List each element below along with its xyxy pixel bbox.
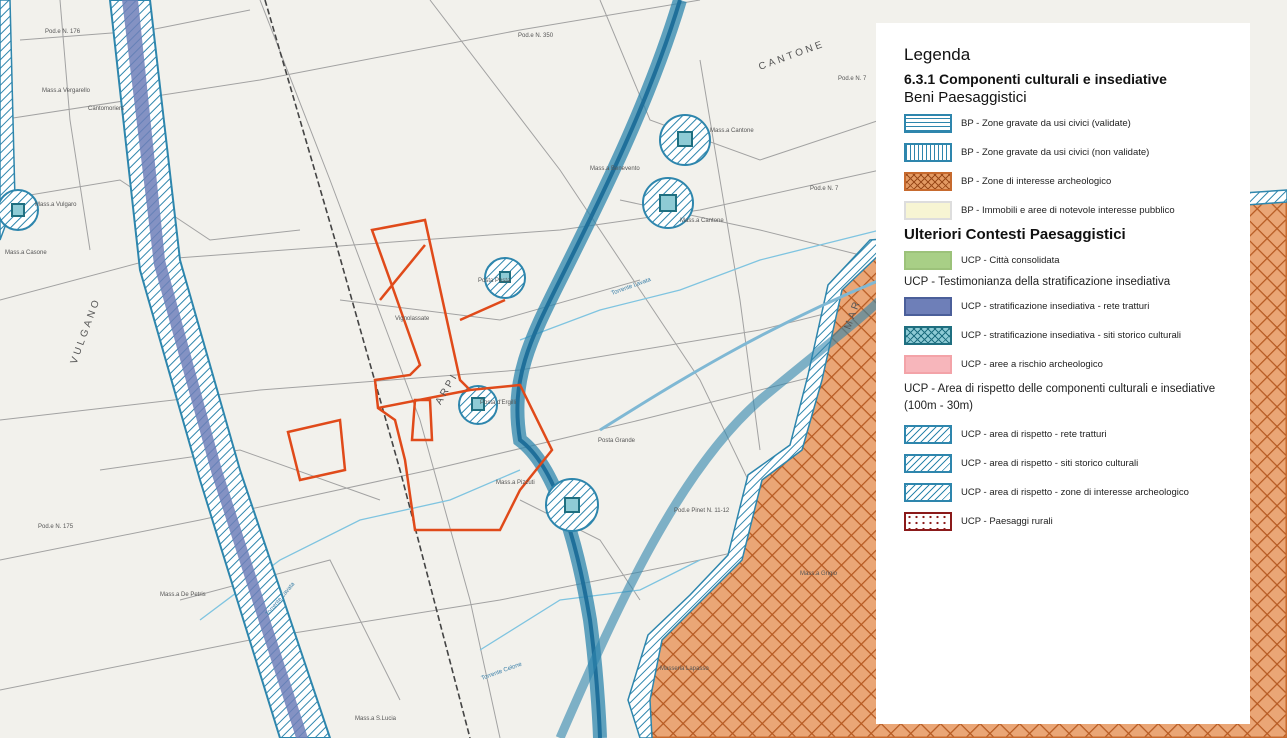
legend-item-bp-archeologico: BP - Zone di interesse archeologico xyxy=(904,168,1250,194)
swatch-green xyxy=(904,250,952,270)
svg-text:Mass.a Vulgaro: Mass.a Vulgaro xyxy=(35,202,77,208)
svg-text:Masseria Lapasso: Masseria Lapasso xyxy=(660,666,709,672)
tratturo-right xyxy=(555,296,884,738)
tratturo-center-core xyxy=(515,0,682,738)
site-cores xyxy=(11,131,693,513)
svg-text:Pod.e N. 7: Pod.e N. 7 xyxy=(838,76,867,82)
swatch-vertical-hatch xyxy=(904,142,952,162)
svg-text:Cantomoriers: Cantomoriers xyxy=(88,106,124,112)
legend-item-bp-usi-civici-non-validate: BP - Zone gravate da usi civici (non val… xyxy=(904,139,1250,165)
svg-text:Vignolassate: Vignolassate xyxy=(395,316,430,322)
tratturo-left-core xyxy=(122,0,308,738)
legend-group-bp: Beni Paesaggistici xyxy=(904,89,1027,106)
svg-text:Pod.e Pinet N. 11-12: Pod.e Pinet N. 11-12 xyxy=(674,508,730,514)
legend-panel: Legenda 6.3.1 Componenti culturali e ins… xyxy=(876,23,1250,724)
railway-line xyxy=(264,0,471,738)
swatch-crosshatch-orange xyxy=(904,171,952,191)
swatch-crosshatch-teal xyxy=(904,325,952,345)
legend-item-ucp-tratturi: UCP - stratificazione insediativa - rete… xyxy=(904,293,1250,319)
svg-text:Mass.a Vergarello: Mass.a Vergarello xyxy=(42,88,91,94)
legend-item-bp-usi-civici-validate: BP - Zone gravate da usi civici (validat… xyxy=(904,110,1250,136)
tratturo-right-thin xyxy=(599,278,881,432)
svg-text:Mass.a Grigio: Mass.a Grigio xyxy=(800,571,838,577)
legend-subtitle-stratificazione: UCP - Testimonianza della stratificazion… xyxy=(904,276,1171,288)
legend-item-bp-immobili: BP - Immobili e aree di notevole interes… xyxy=(904,197,1250,223)
svg-text:Mass.a Benevento: Mass.a Benevento xyxy=(590,166,640,172)
legend-item-ucp-siti: UCP - stratificazione insediativa - siti… xyxy=(904,322,1250,348)
svg-text:Posta d'Ergilli: Posta d'Ergilli xyxy=(480,400,516,406)
svg-text:Posta Grande: Posta Grande xyxy=(598,438,636,444)
legend-group-ucp: Ulteriori Contesti Paesaggistici xyxy=(904,226,1126,243)
swatch-horizontal-hatch xyxy=(904,113,952,133)
svg-text:Pod.e N. 7: Pod.e N. 7 xyxy=(810,186,839,192)
legend-item-ucp-citta: UCP - Città consolidata xyxy=(904,247,1250,273)
svg-text:Mass.a Cantone: Mass.a Cantone xyxy=(680,218,724,224)
swatch-dotted-red xyxy=(904,511,952,531)
swatch-diagonal-hatch xyxy=(904,453,952,473)
svg-text:Pod.e N. 350: Pod.e N. 350 xyxy=(518,33,554,39)
swatch-blue-fill xyxy=(904,296,952,316)
swatch-pink xyxy=(904,354,952,374)
svg-text:Mass.a De Petris: Mass.a De Petris xyxy=(160,592,206,598)
svg-text:Mass.a Casone: Mass.a Casone xyxy=(5,250,47,256)
legend-subtitle-rispetto: UCP - Area di rispetto delle componenti … xyxy=(904,383,1216,412)
legend-item-rispetto-tratturi: UCP - area di rispetto - rete tratturi xyxy=(904,421,1250,447)
svg-text:Mass.a Cantone: Mass.a Cantone xyxy=(710,128,754,134)
legend-section: 6.3.1 Componenti culturali e insediative xyxy=(904,71,1167,87)
swatch-diagonal-hatch xyxy=(904,482,952,502)
svg-text:Pod.e N. 175: Pod.e N. 175 xyxy=(38,524,74,530)
legend-item-rispetto-archeologico: UCP - area di rispetto - zone di interes… xyxy=(904,479,1250,505)
svg-text:Mass.a S.Lucia: Mass.a S.Lucia xyxy=(355,716,397,722)
swatch-diagonal-hatch xyxy=(904,424,952,444)
svg-text:Mass.a Pizzuti: Mass.a Pizzuti xyxy=(496,480,535,486)
archeological-buffer xyxy=(627,189,1287,738)
project-area[interactable] xyxy=(286,218,554,532)
swatch-pale-yellow xyxy=(904,200,952,220)
legend-item-ucp-rischio: UCP - aree a rischio archeologico xyxy=(904,351,1250,377)
legend-item-paesaggi-rurali: UCP - Paesaggi rurali xyxy=(904,508,1250,534)
tratturo-left[interactable] xyxy=(108,0,332,738)
legend-item-rispetto-siti: UCP - area di rispetto - siti storico cu… xyxy=(904,450,1250,476)
legend-title: Legenda xyxy=(904,45,971,64)
svg-text:Posta Posta: Posta Posta xyxy=(478,278,511,284)
svg-text:Pod.e N. 176: Pod.e N. 176 xyxy=(45,29,81,35)
